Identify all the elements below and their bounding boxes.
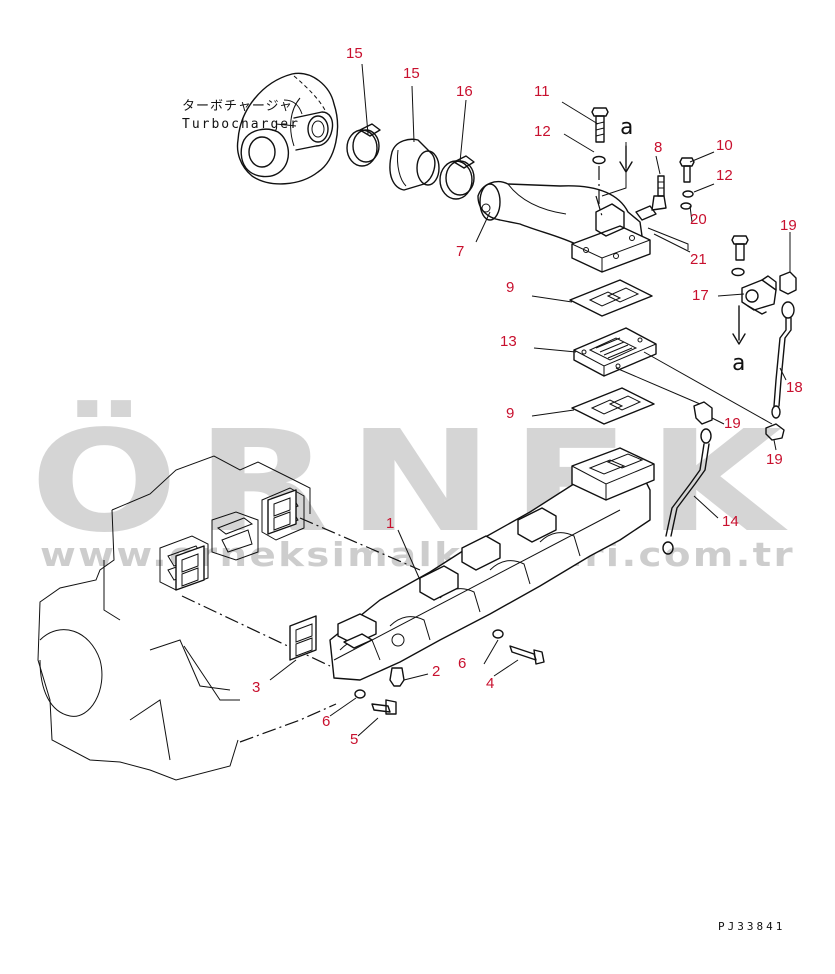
- connector-19-right: [779, 271, 797, 295]
- drawing-code: PJ33841: [718, 920, 785, 933]
- sensor-16: [741, 275, 777, 315]
- adapter-plate-13: [573, 327, 657, 377]
- callout-14[interactable]: 15: [403, 65, 420, 82]
- callout-13[interactable]: 13: [500, 333, 517, 350]
- callout-5[interactable]: 5: [350, 731, 358, 748]
- gasket-3: [289, 615, 317, 661]
- exhaust-manifold-1: [329, 447, 655, 681]
- gasket-head-lower: [175, 545, 205, 591]
- wire-17: [662, 428, 712, 555]
- washer-12-upper: [592, 155, 606, 165]
- callout-1[interactable]: 1: [386, 515, 394, 532]
- watermark: ÖRNEK www.orneksimalkatalari.com.tr: [30, 399, 800, 574]
- gasket-9-upper: [569, 279, 653, 317]
- elbow-19-center: [693, 401, 713, 425]
- bolt-4: [509, 645, 545, 665]
- turbocharger: [236, 72, 339, 185]
- exhaust-elbow-7: [477, 180, 651, 273]
- callout-19[interactable]: 19: [780, 217, 797, 234]
- callout-15[interactable]: 15: [346, 45, 363, 62]
- callout-21[interactable]: 21: [690, 251, 707, 268]
- callout-19[interactable]: 19: [724, 415, 741, 432]
- turbocharger-label-jp: ターボチャージャ: [182, 99, 293, 114]
- bolt-19-upper: [731, 235, 749, 261]
- engine-block: [37, 455, 311, 781]
- watermark-url: www.orneksimalkatalari.com.tr: [40, 535, 795, 574]
- view-marker-a-top: a: [620, 115, 633, 140]
- callout-9[interactable]: 9: [506, 405, 514, 422]
- callout-12[interactable]: 12: [716, 167, 733, 184]
- washer-12-right: [682, 190, 694, 198]
- callout-2[interactable]: 2: [432, 663, 440, 680]
- callout-11[interactable]: 11: [534, 83, 550, 100]
- terminal-19-lower-right: [765, 423, 785, 441]
- callout-7[interactable]: 7: [456, 243, 464, 260]
- washer-6-left: [354, 689, 366, 699]
- fitting-8: [651, 175, 667, 211]
- callout-18[interactable]: 18: [786, 379, 803, 396]
- washer-20: [680, 202, 692, 210]
- callout-16[interactable]: 17: [692, 287, 709, 304]
- callout-9[interactable]: 9: [506, 279, 514, 296]
- callout-19[interactable]: 19: [766, 451, 783, 468]
- callout-15[interactable]: 16: [456, 83, 473, 100]
- plug-2: [389, 667, 405, 687]
- bolt-11: [591, 107, 609, 143]
- bolt-5: [371, 699, 397, 715]
- view-marker-a-bottom: a: [732, 351, 745, 376]
- callout-3[interactable]: 3: [252, 679, 260, 696]
- callout-8[interactable]: 8: [654, 139, 662, 156]
- callout-6[interactable]: 6: [458, 655, 466, 672]
- callout-12[interactable]: 12: [534, 123, 551, 140]
- washer-12-lower: [731, 267, 745, 277]
- wire-18: [771, 301, 795, 419]
- callout-17[interactable]: 14: [722, 513, 739, 530]
- callout-6[interactable]: 6: [322, 713, 330, 730]
- clamp-15-right: [439, 155, 475, 200]
- washer-6-right: [492, 629, 504, 639]
- gasket-9-lower: [571, 387, 655, 425]
- bolt-10: [679, 157, 695, 183]
- gasket-head-upper: [267, 489, 297, 535]
- watermark-brand: ÖRNEK: [30, 399, 800, 564]
- connector-14: [389, 138, 440, 191]
- callout-4[interactable]: 4: [486, 675, 494, 692]
- clamp-15-left: [346, 123, 381, 167]
- turbocharger-label-en: Turbocharger: [182, 117, 300, 132]
- callout-20[interactable]: 20: [690, 211, 707, 228]
- callout-10[interactable]: 10: [716, 137, 733, 154]
